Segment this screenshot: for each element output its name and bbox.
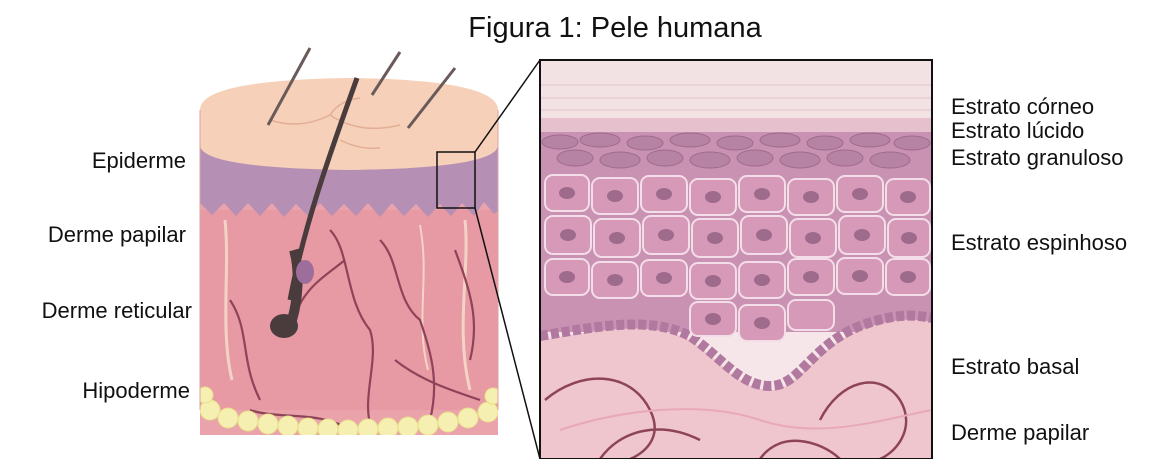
- skin-block: [195, 140, 505, 440]
- stratum-lucidum: [540, 118, 932, 132]
- hair-bulb: [270, 314, 298, 338]
- sebaceous-gland: [296, 260, 314, 284]
- zoom-panel: [540, 60, 932, 459]
